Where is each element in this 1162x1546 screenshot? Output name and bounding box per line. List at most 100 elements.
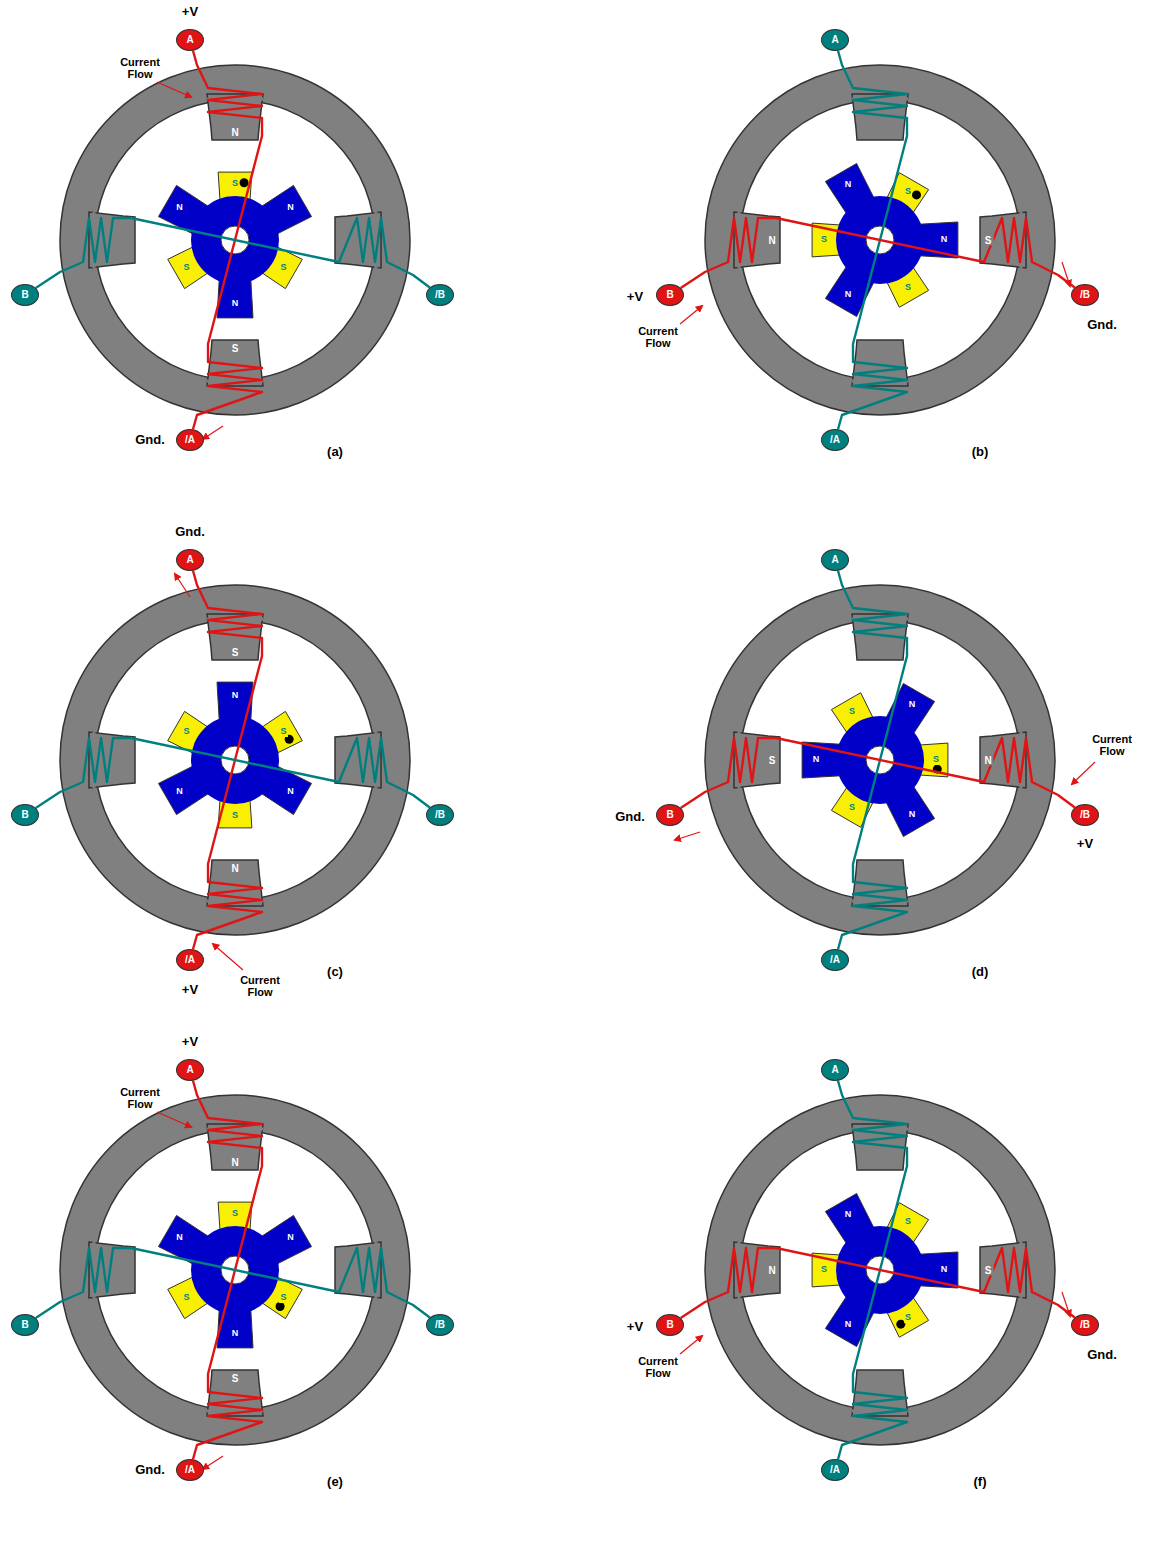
rotor-polarity: N	[286, 203, 295, 213]
terminal-oval: /B	[1071, 284, 1099, 306]
supply-label: Gnd.	[175, 525, 205, 539]
terminal-oval: B	[656, 804, 684, 826]
pole-polarity: S	[230, 1373, 241, 1384]
terminal-oval: /B	[426, 1314, 454, 1336]
terminal-name: B	[666, 810, 673, 820]
supply-label: Gnd.	[135, 433, 165, 447]
current-arrow	[203, 1456, 223, 1469]
panel-letter: (c)	[327, 965, 343, 979]
terminal-oval: /B	[1071, 804, 1099, 826]
panel-letter: (d)	[972, 965, 989, 979]
rotor-polarity: N	[231, 299, 240, 309]
current-flow-note: Current Flow	[632, 1355, 684, 1379]
rotor-polarity: S	[820, 235, 828, 245]
supply-label: Gnd.	[615, 810, 645, 824]
terminal-name: /B	[1080, 810, 1090, 820]
terminal-oval: /A	[176, 949, 204, 971]
winding-wire	[193, 51, 262, 430]
rotor-polarity: N	[844, 1210, 853, 1220]
terminal-oval: A	[176, 549, 204, 571]
rotor-polarity: N	[286, 1233, 295, 1243]
rotor-polarity: N	[844, 1320, 853, 1330]
current-arrow	[680, 1336, 702, 1354]
rotor-polarity: N	[231, 691, 240, 701]
rotor-polarity: S	[279, 727, 287, 737]
supply-label: +V	[1077, 837, 1093, 851]
current-arrow	[675, 832, 700, 840]
rotor-polarity: S	[231, 179, 239, 189]
terminal-name: B	[21, 810, 28, 820]
pole-polarity: N	[766, 1265, 777, 1276]
panel-letter: (f)	[974, 1475, 987, 1489]
terminal-name: /A	[185, 955, 195, 965]
rotor-polarity: S	[904, 284, 912, 294]
winding-wire	[838, 51, 907, 430]
current-arrow	[175, 574, 190, 597]
terminal-oval: /A	[821, 949, 849, 971]
supply-label: +V	[182, 5, 198, 19]
terminal-oval: /A	[821, 429, 849, 451]
current-arrow	[1072, 762, 1095, 784]
current-flow-note: Current Flow	[234, 974, 286, 998]
winding-wire	[36, 1248, 430, 1318]
terminal-name: /B	[435, 810, 445, 820]
terminal-name: A	[186, 35, 193, 45]
panel-letter: (b)	[972, 445, 989, 459]
terminal-name: A	[186, 555, 193, 565]
terminal-oval: /B	[426, 284, 454, 306]
terminal-name: /B	[1080, 290, 1090, 300]
rotor-polarity: N	[908, 700, 917, 710]
winding-wire	[193, 1081, 262, 1460]
rotor-polarity: S	[820, 1265, 828, 1275]
supply-label: +V	[182, 983, 198, 997]
current-arrow	[203, 426, 223, 439]
winding-wire	[36, 738, 430, 808]
pole-polarity: S	[767, 755, 778, 766]
panel-letter: (a)	[327, 445, 343, 459]
rotor-polarity: N	[175, 1233, 184, 1243]
rotor-polarity: S	[904, 187, 912, 197]
supply-label: Gnd.	[1087, 1348, 1117, 1362]
terminal-name: /A	[830, 955, 840, 965]
terminal-oval: /A	[821, 1459, 849, 1481]
supply-label: +V	[627, 1320, 643, 1334]
rotor-polarity: S	[932, 755, 940, 765]
terminal-name: /A	[185, 1465, 195, 1475]
terminal-name: /B	[1080, 1320, 1090, 1330]
rotor-polarity: N	[812, 755, 821, 765]
rotor-polarity: S	[848, 804, 856, 814]
current-flow-note: Current Flow	[632, 325, 684, 349]
reference-dot	[240, 178, 249, 187]
pole-polarity: N	[766, 235, 777, 246]
terminal-name: B	[666, 1320, 673, 1330]
winding-wire	[193, 571, 262, 950]
pole-polarity: S	[230, 647, 241, 658]
rotor-polarity: S	[904, 1314, 912, 1324]
supply-label: Gnd.	[1087, 318, 1117, 332]
winding-wire	[838, 571, 907, 950]
terminal-name: A	[831, 1065, 838, 1075]
supply-label: +V	[182, 1035, 198, 1049]
rotor-polarity: N	[940, 1265, 949, 1275]
pole-polarity: N	[229, 1157, 240, 1168]
terminal-oval: B	[11, 1314, 39, 1336]
terminal-oval: A	[176, 1059, 204, 1081]
rotor-polarity: N	[940, 235, 949, 245]
rotor-polarity: S	[279, 263, 287, 273]
current-flow-note: Current Flow	[1086, 733, 1138, 757]
stepper-motor	[60, 574, 410, 970]
terminal-name: A	[831, 555, 838, 565]
rotor-polarity: S	[231, 811, 239, 821]
pole-polarity: N	[982, 755, 993, 766]
rotor-polarity: S	[279, 1293, 287, 1303]
terminal-oval: /A	[176, 1459, 204, 1481]
rotor-polarity: N	[175, 203, 184, 213]
terminal-oval: B	[656, 1314, 684, 1336]
current-flow-note: Current Flow	[114, 56, 166, 80]
terminal-name: /A	[185, 435, 195, 445]
terminal-oval: /B	[426, 804, 454, 826]
terminal-name: /A	[830, 435, 840, 445]
terminal-oval: B	[11, 804, 39, 826]
pole-polarity: S	[230, 343, 241, 354]
supply-label: +V	[627, 290, 643, 304]
